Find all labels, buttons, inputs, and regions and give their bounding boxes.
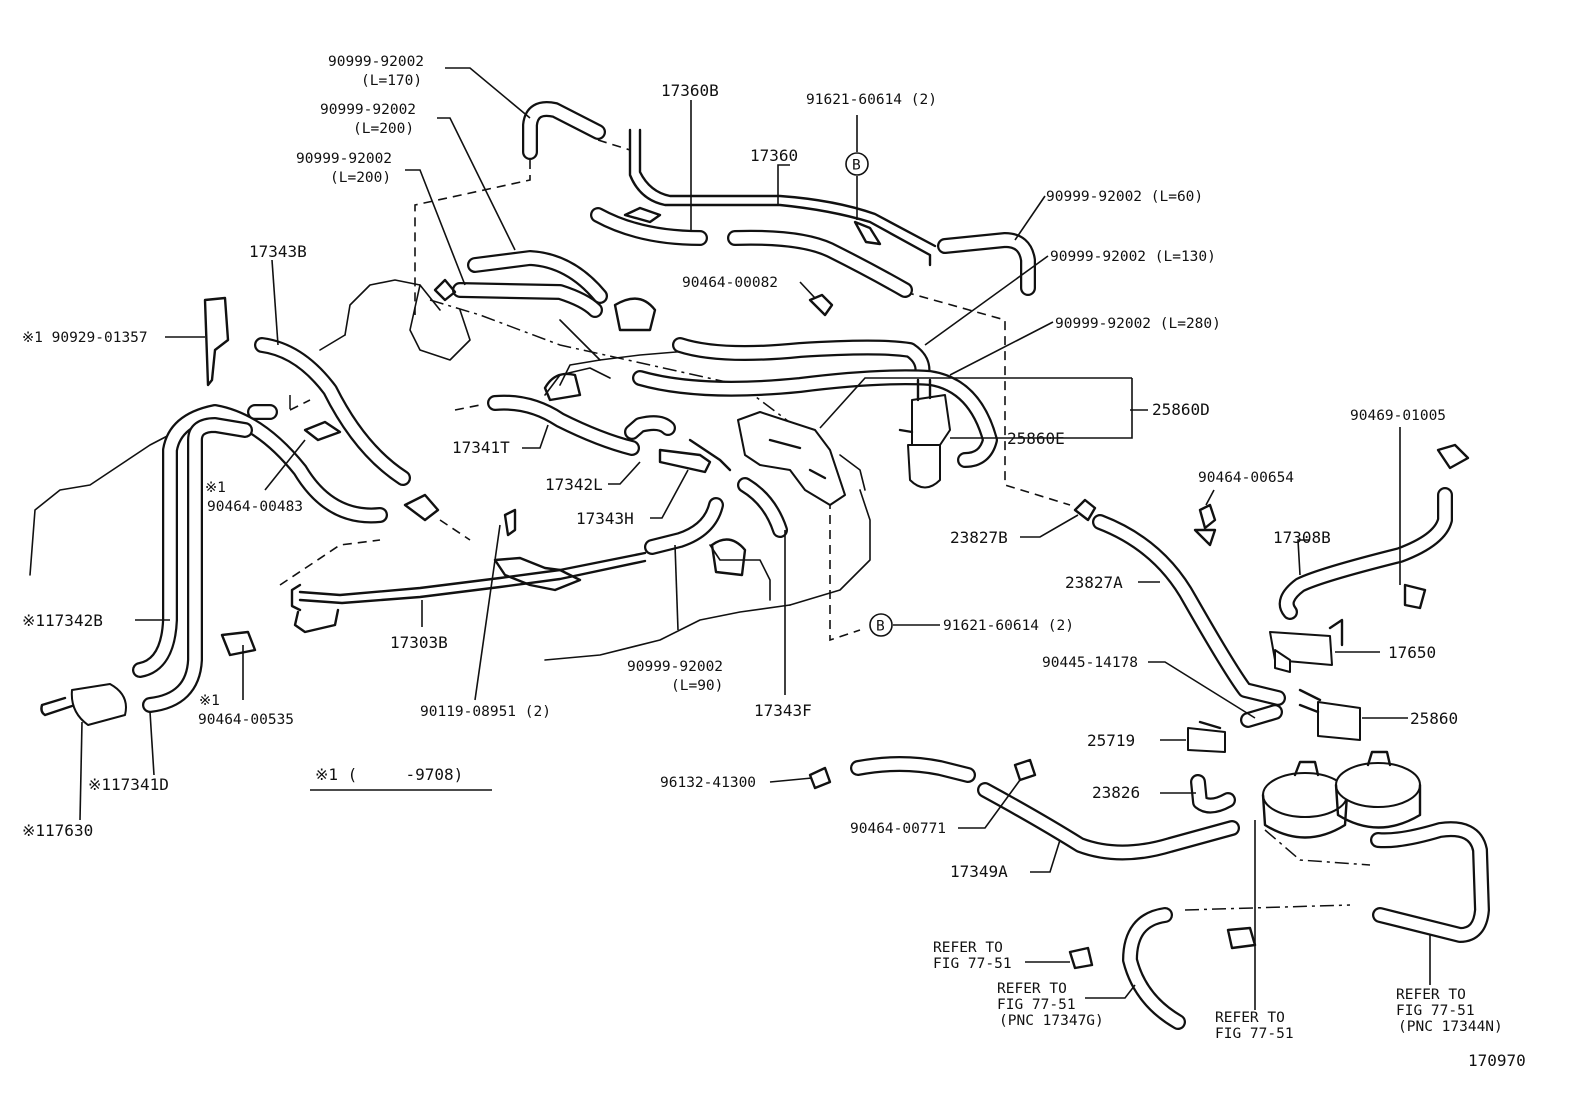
assembly-leader-lines (279, 139, 1371, 911)
hoses (132, 101, 1490, 1030)
label-17342l: 17342L (545, 475, 603, 494)
label-90464-00535: 90464-00535 (198, 712, 294, 728)
label-l200a: (L=200) (353, 121, 414, 137)
label-refer4-c: (PNC 17344N) (1398, 1019, 1503, 1035)
label-refer4-b: FIG 77-51 (1396, 1003, 1475, 1019)
label-l200b: (L=200) (330, 170, 391, 186)
label-90999-92002-l200b: 90999-92002 (296, 151, 392, 167)
label-17343b: 17343B (249, 242, 307, 261)
callout-leaders (79, 67, 1431, 1010)
label-90464-00082: 90464-00082 (682, 275, 778, 291)
label-25860d: 25860D (1152, 400, 1210, 419)
engine-outline (29, 279, 871, 661)
label-refer3-b: FIG 77-51 (1215, 1026, 1294, 1042)
label-17360b: 17360B (661, 81, 719, 100)
label-90929-01357: ※1 90929-01357 (22, 330, 148, 346)
ref-b-mid-text: B (876, 619, 885, 635)
label-refer2-a: REFER TO (997, 981, 1067, 997)
label-l170: (L=170) (361, 73, 422, 89)
label-23827a: 23827A (1065, 573, 1123, 592)
label-refer1-a: REFER TO (933, 940, 1003, 956)
label-17349a: 17349A (950, 862, 1008, 881)
label-refer2-c: (PNC 17347G) (999, 1013, 1104, 1029)
figure-number: 170970 (1468, 1051, 1526, 1070)
label-90999-92002-l200a: 90999-92002 (320, 102, 416, 118)
label-117630: ※117630 (22, 821, 93, 840)
label-17650: 17650 (1388, 643, 1436, 662)
label-23826: 23826 (1092, 783, 1140, 802)
label-17343h: 17343H (576, 509, 634, 528)
label-90999-92002-l90: 90999-92002 (627, 659, 723, 675)
label-25719: 25719 (1087, 731, 1135, 750)
label-refer2-b: FIG 77-51 (997, 997, 1076, 1013)
components (40, 278, 1470, 970)
label-17303b: 17303B (390, 633, 448, 652)
label-90119-08951: 90119-08951 (2) (420, 704, 551, 720)
label-90464-00771: 90464-00771 (850, 821, 946, 837)
label-l60: 90999-92002 (L=60) (1046, 189, 1203, 205)
label-17341d: ※117341D (88, 775, 169, 794)
label-90469-01005: 90469-01005 (1350, 408, 1446, 424)
label-25860e: 25860E (1007, 429, 1065, 448)
label-17343f: 17343F (754, 701, 812, 720)
label-17360: 17360 (750, 146, 798, 165)
label-91621-60614-top: 91621-60614 (2) (806, 92, 937, 108)
label-l280: 90999-92002 (L=280) (1055, 316, 1221, 332)
label-90464-00654: 90464-00654 (1198, 470, 1294, 486)
label-90445-14178: 90445-14178 (1042, 655, 1138, 671)
label-91621-60614-mid: 91621-60614 (2) (943, 618, 1074, 634)
label-note-90464-00535: ※1 (199, 693, 220, 709)
rigid-pipes (290, 128, 937, 634)
label-23827b: 23827B (950, 528, 1008, 547)
label-96132-41300: 96132-41300 (660, 775, 756, 791)
label-refer3-a: REFER TO (1215, 1010, 1285, 1026)
label-note-9708: ※1 ( -9708) (315, 765, 463, 784)
label-90464-00483: 90464-00483 (207, 499, 303, 515)
label-17342b: ※117342B (22, 611, 103, 630)
reference-circles: B B (845, 152, 893, 637)
label-17308b: 17308B (1273, 528, 1331, 547)
part-number-labels: 90999-92002 (L=170) 90999-92002 (L=200) … (22, 54, 1526, 1070)
label-90999-92002-l170: 90999-92002 (328, 54, 424, 70)
ref-b-circle-mid (869, 613, 893, 637)
label-refer1-b: FIG 77-51 (933, 956, 1012, 972)
label-note-90464-00483: ※1 (205, 480, 226, 496)
ref-b-top-text: B (852, 158, 861, 174)
ref-b-circle-top (845, 152, 869, 176)
label-l130: 90999-92002 (L=130) (1050, 249, 1216, 265)
label-17341t: 17341T (452, 438, 510, 457)
label-refer4-a: REFER TO (1396, 987, 1466, 1003)
label-25860: 25860 (1410, 709, 1458, 728)
label-l90: (L=90) (671, 678, 723, 694)
